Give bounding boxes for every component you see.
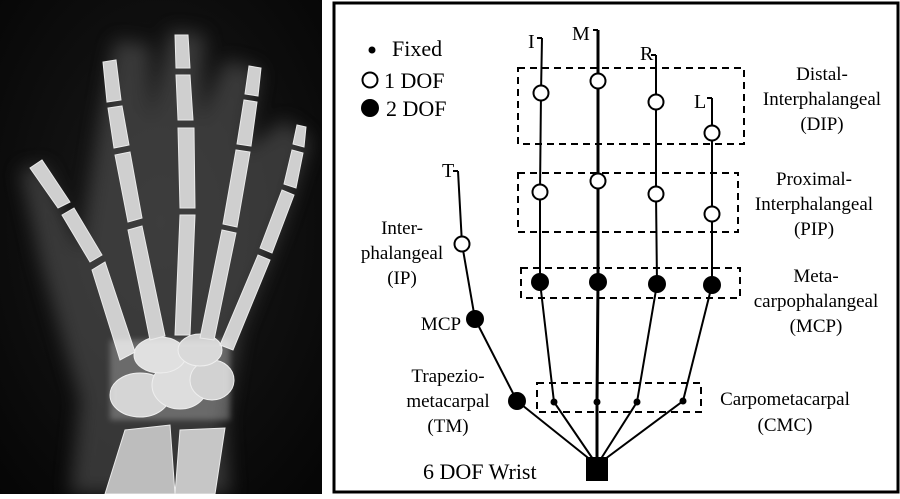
pip-label-line2: Interphalangeal [755,194,873,215]
cmc-label-line2: (CMC) [758,415,813,436]
dip-label-line3: (DIP) [800,114,843,135]
finger-label-middle: M [572,23,590,45]
tm-label-line1: Trapezio- [411,366,484,387]
finger-label-little: L [694,91,706,113]
legend-fixed-label: Fixed [392,36,442,61]
dip-label-line2: Interphalangeal [763,89,881,110]
cmc-label-line1: Carpometacarpal [720,389,850,410]
dip-label-line1: Distal- [796,64,848,85]
pip-label-line3: (PIP) [794,219,834,240]
finger-label-thumb: T [442,160,454,182]
wrist-label: 6 DOF Wrist [423,459,537,484]
pip-label-line1: Proximal- [776,169,852,190]
legend-2dof-label: 2 DOF [386,96,447,121]
hand-xray-image [0,0,322,494]
tm-label-line3: (TM) [427,416,468,437]
wrist-block [586,457,608,481]
ip-label-line1: Inter- [381,218,423,239]
legend-1dof-circle [363,73,378,88]
kinematic-diagram-svg: Fixed 1 DOF 2 DOF I M R L T [330,0,900,494]
mcp-label-line3: (MCP) [790,316,843,337]
ip-label-line2: phalangeal [361,243,443,264]
legend-2dof-circle [361,99,379,117]
legend-1dof-label: 1 DOF [384,68,445,93]
ip-label-line3: (IP) [387,268,417,289]
tm-label-line2: metacarpal [406,391,489,412]
finger-label-index: I [528,31,535,53]
hand-xray-drawing [0,0,322,494]
mcp-label-line1: Meta- [793,266,838,287]
mcp-label-line2: carpophalangeal [754,291,878,312]
legend-fixed-dot [369,47,376,54]
thumb-mcp-label: MCP [421,314,461,335]
legend: Fixed 1 DOF 2 DOF [361,36,447,121]
bone-glow [110,340,230,420]
hand-kinematic-diagram: Fixed 1 DOF 2 DOF I M R L T [330,0,900,494]
